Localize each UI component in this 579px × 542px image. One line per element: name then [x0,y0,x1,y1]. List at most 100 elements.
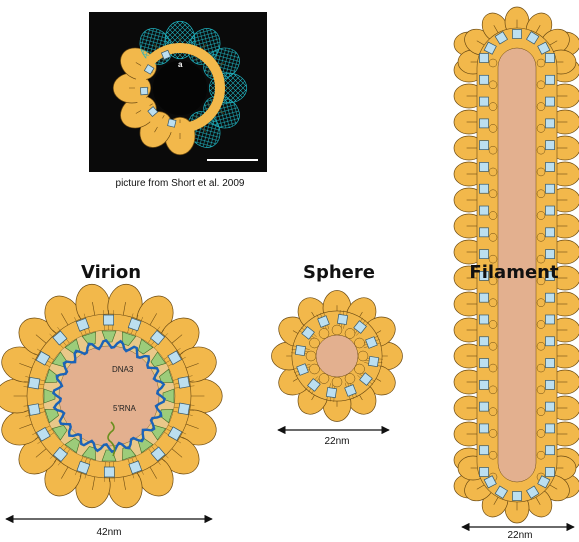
capsid-bead [488,58,498,68]
capsid-subunit [301,326,315,340]
capsid-bead [309,363,320,375]
inner-protein [137,338,154,355]
capsid-subunit [139,86,149,96]
inner-protein [51,424,68,441]
capsid-subunit [479,379,489,390]
capsid-subunit [167,118,177,128]
capsid-subunit [479,336,489,347]
image-caption: picture from Short et al. 2009 [115,178,245,189]
capsid-subunit [537,41,551,55]
capsid-subunit [545,336,555,347]
capsid-bead [488,385,498,395]
capsid-subunit [545,445,555,456]
capsid-subunit [479,96,489,107]
capsid-subunit [479,227,489,238]
capsid-bead [344,328,356,339]
inner-protein [64,437,81,454]
capsid-subunit [479,162,489,172]
capsid-bead [536,211,546,220]
capsid-subunit [545,118,555,129]
capsid-bead [488,211,498,220]
capsid-bead [488,276,498,286]
capsid-bead [536,363,546,373]
capsid-subunit [368,356,380,368]
capsid-bead [536,102,546,111]
capsid-subunit [479,358,489,368]
capsid-bead [536,189,546,198]
capsid-bead [536,276,546,286]
filament-scale-label: 22nm [507,530,533,541]
capsid-subunit [177,402,191,416]
capsid-subunit [150,446,166,462]
capsid-subunit [307,378,321,392]
capsid-subunit [526,485,540,499]
capsid-subunit [353,320,367,334]
inner-protein [81,331,96,346]
capsid-subunit [365,336,378,349]
capsid-subunit [128,460,143,475]
core [315,334,359,378]
capsid-subunit [127,317,142,332]
capsid-bead [309,337,320,349]
dna-strand [52,339,166,453]
capsid-subunit [545,423,555,434]
capsid-subunit [479,118,489,129]
virion-diagram [0,283,223,509]
capsid-bead [536,407,546,416]
capsid-bead [488,254,498,264]
capsid-subunit [545,74,555,85]
capsid-subunit [545,162,555,172]
capsid-subunit [147,106,159,117]
capsid-lobe [453,421,485,447]
capsid-subunit [545,205,555,216]
capsid-bead [344,373,356,384]
capsid-subunit [545,358,555,368]
micro-inner-ring [135,43,225,133]
inner-protein [150,351,167,368]
capsid-bead [536,167,546,177]
capsid-subunit [317,315,330,328]
capsid-bead [488,189,498,198]
capsid-subunit [512,29,522,39]
sphere-title: Sphere [303,262,375,283]
filament-diagram [453,6,579,524]
filament-core [497,47,537,483]
capsid-subunit [545,96,555,107]
capsid-bead [536,342,546,351]
capsid-subunit [177,376,191,389]
capsid-subunit [167,426,183,442]
capsid-subunit [52,330,68,346]
capsid-subunit [479,74,489,85]
capsid-subunit [27,403,41,416]
capsid-subunit [545,53,555,63]
inner-protein [101,330,117,343]
capsid-bead [488,407,498,416]
capsid-bead [488,124,498,133]
capsid-subunit [479,205,489,216]
capsid-subunit [337,313,349,325]
micro-hole [153,61,207,115]
capsid-subunit [36,426,51,442]
capsid-subunit [75,317,90,332]
capsid-subunit [494,31,508,45]
capsid-subunit [483,41,497,55]
capsid-subunit [479,292,489,303]
capsid-bead [318,373,330,384]
capsid-subunit [52,446,68,462]
capsid-subunit [479,140,489,151]
capsid-bead [536,124,546,133]
inner-protein [81,446,96,461]
inner-protein [122,446,137,461]
capsid-subunit [296,363,309,376]
capsid-subunit [35,350,51,366]
capsid-bead [536,320,546,329]
capsid-subunit [545,292,555,303]
filament-title: Filament [469,262,559,283]
capsid-subunit [150,330,166,346]
capsid-subunit [325,387,337,399]
capsid-subunit [27,376,41,390]
capsid-subunit [526,31,540,45]
rna-strand [107,421,116,457]
capsid-bead [488,167,498,177]
capsid-bead [488,102,498,111]
